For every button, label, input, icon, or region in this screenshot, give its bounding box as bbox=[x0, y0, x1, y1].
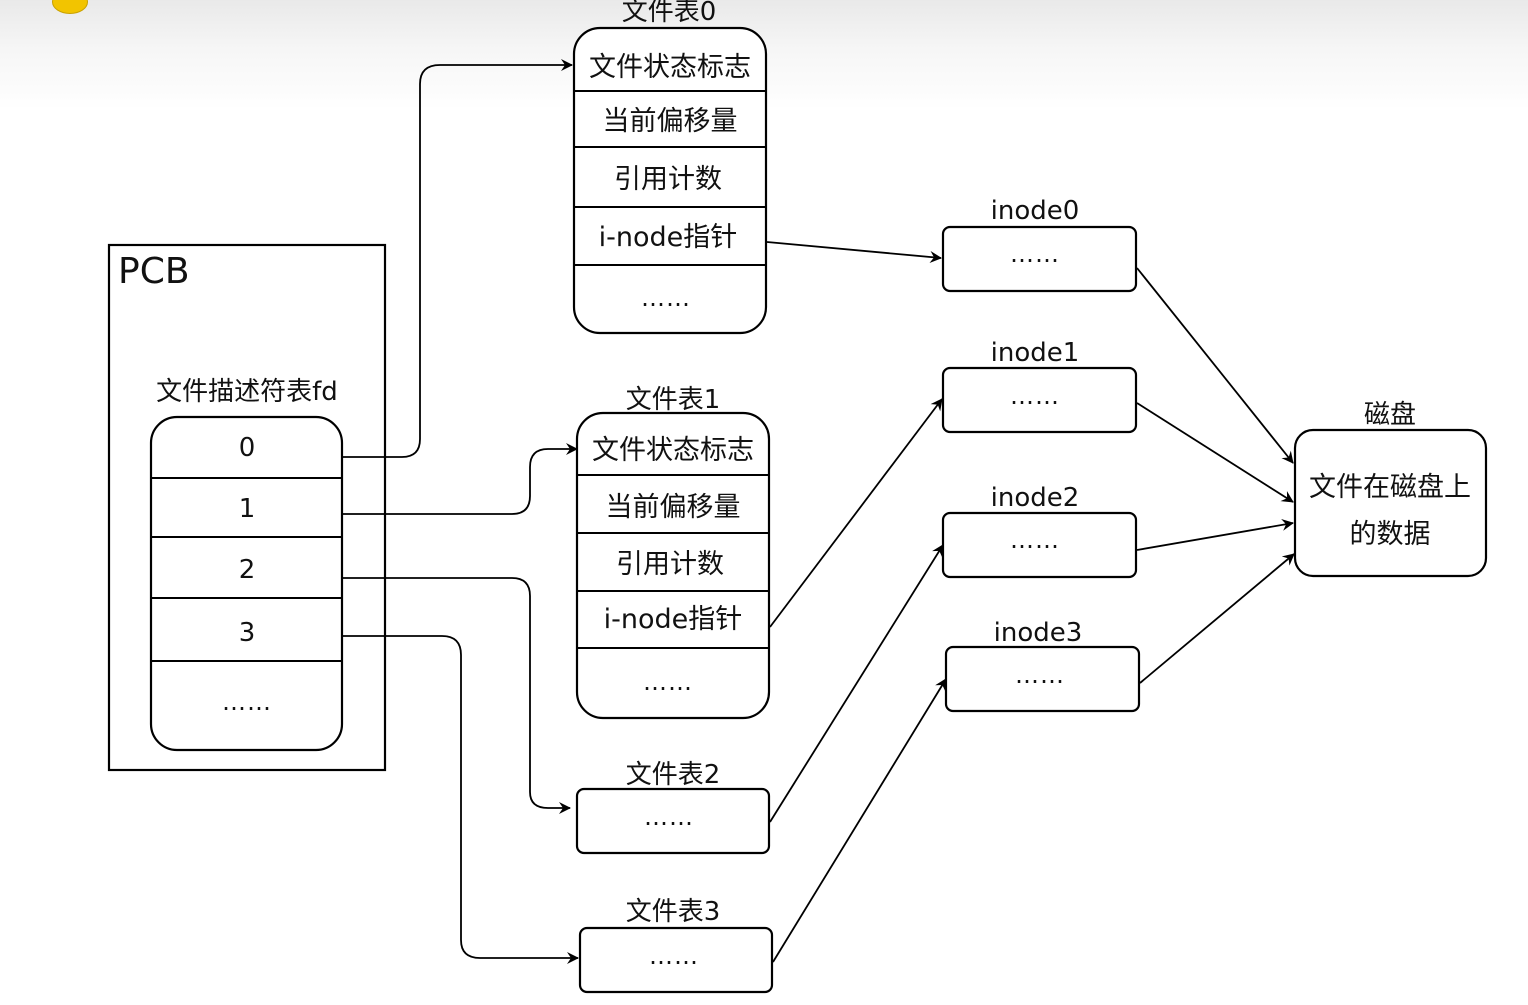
arrow-fd0-to-filetable0 bbox=[343, 59, 573, 458]
arrow-fd3-to-filetable3 bbox=[343, 635, 579, 964]
inode-1-content: …… bbox=[1010, 382, 1060, 410]
inode-1-title: inode1 bbox=[991, 338, 1080, 368]
arrow-fd2-to-filetable2 bbox=[343, 577, 571, 814]
file-table-1: 文件表1 文件状态标志 当前偏移量 引用计数 i-node指针 …… bbox=[575, 385, 771, 720]
arrow-filetable3-to-inode3 bbox=[772, 678, 947, 963]
file-table-0-row-flags: 文件状态标志 bbox=[589, 52, 751, 83]
arrow-inode3-to-disk bbox=[1139, 553, 1295, 684]
arrow-fd1-to-filetable1 bbox=[343, 443, 578, 515]
arrow-filetable0-to-inode0 bbox=[766, 241, 942, 263]
file-table-3-content: …… bbox=[649, 942, 699, 970]
fd-row-3: 3 bbox=[239, 618, 256, 648]
pcb-container: PCB bbox=[107, 243, 387, 772]
file-table-2-content: …… bbox=[644, 803, 694, 831]
file-table-1-row-more: …… bbox=[643, 668, 693, 696]
inode-0-title: inode0 bbox=[991, 196, 1080, 226]
file-table-1-row-inode-ptr: i-node指针 bbox=[604, 604, 743, 635]
file-table-0: 文件表0 文件状态标志 当前偏移量 引用计数 i-node指针 …… bbox=[572, 0, 768, 335]
inode-2-title: inode2 bbox=[991, 483, 1080, 513]
file-table-0-row-offset: 当前偏移量 bbox=[603, 106, 738, 137]
file-table-1-row-refcount: 引用计数 bbox=[616, 549, 724, 580]
fd-row-more: …… bbox=[222, 688, 272, 716]
file-table-1-title: 文件表1 bbox=[626, 385, 721, 415]
inode-0: inode0 …… bbox=[941, 196, 1138, 293]
inode-3-content: …… bbox=[1015, 661, 1065, 689]
file-table-2-title: 文件表2 bbox=[626, 760, 721, 790]
fd-row-2: 2 bbox=[239, 555, 256, 585]
file-table-1-row-flags: 文件状态标志 bbox=[592, 435, 754, 466]
inode-2: inode2 …… bbox=[941, 483, 1138, 579]
arrow-inode2-to-disk bbox=[1136, 518, 1294, 551]
file-table-3-title: 文件表3 bbox=[626, 897, 721, 927]
file-table-1-row-offset: 当前偏移量 bbox=[606, 492, 741, 523]
disk-title: 磁盘 bbox=[1364, 400, 1416, 430]
file-table-2: 文件表2 …… bbox=[575, 760, 771, 855]
disk-text-line-2: 的数据 bbox=[1350, 519, 1431, 550]
arrow-inode1-to-disk bbox=[1136, 402, 1294, 503]
fd-row-1: 1 bbox=[239, 494, 256, 524]
inode-0-content: …… bbox=[1010, 240, 1060, 268]
inode-3: inode3 …… bbox=[944, 618, 1141, 713]
file-table-0-row-inode-ptr: i-node指针 bbox=[599, 222, 738, 253]
inode-1: inode1 …… bbox=[941, 338, 1138, 434]
disk-text-line-1: 文件在磁盘上 bbox=[1309, 472, 1471, 503]
fd-row-0: 0 bbox=[239, 433, 256, 463]
inode-2-content: …… bbox=[1010, 526, 1060, 554]
inode-3-title: inode3 bbox=[994, 618, 1083, 648]
file-table-3: 文件表3 …… bbox=[578, 897, 774, 994]
file-table-0-row-refcount: 引用计数 bbox=[614, 164, 722, 195]
arrow-filetable1-to-inode1 bbox=[769, 398, 943, 628]
disk: 磁盘 文件在磁盘上 的数据 bbox=[1293, 400, 1488, 578]
file-table-0-row-more: …… bbox=[641, 284, 691, 312]
arrow-filetable2-to-inode2 bbox=[769, 544, 944, 823]
fd-table: 文件描述符表fd 0 1 2 3 …… bbox=[149, 377, 344, 752]
fd-table-title: 文件描述符表fd bbox=[156, 377, 338, 407]
arrow-inode0-to-disk bbox=[1136, 267, 1294, 464]
pcb-label: PCB bbox=[118, 251, 190, 292]
file-table-0-title: 文件表0 bbox=[622, 0, 717, 27]
